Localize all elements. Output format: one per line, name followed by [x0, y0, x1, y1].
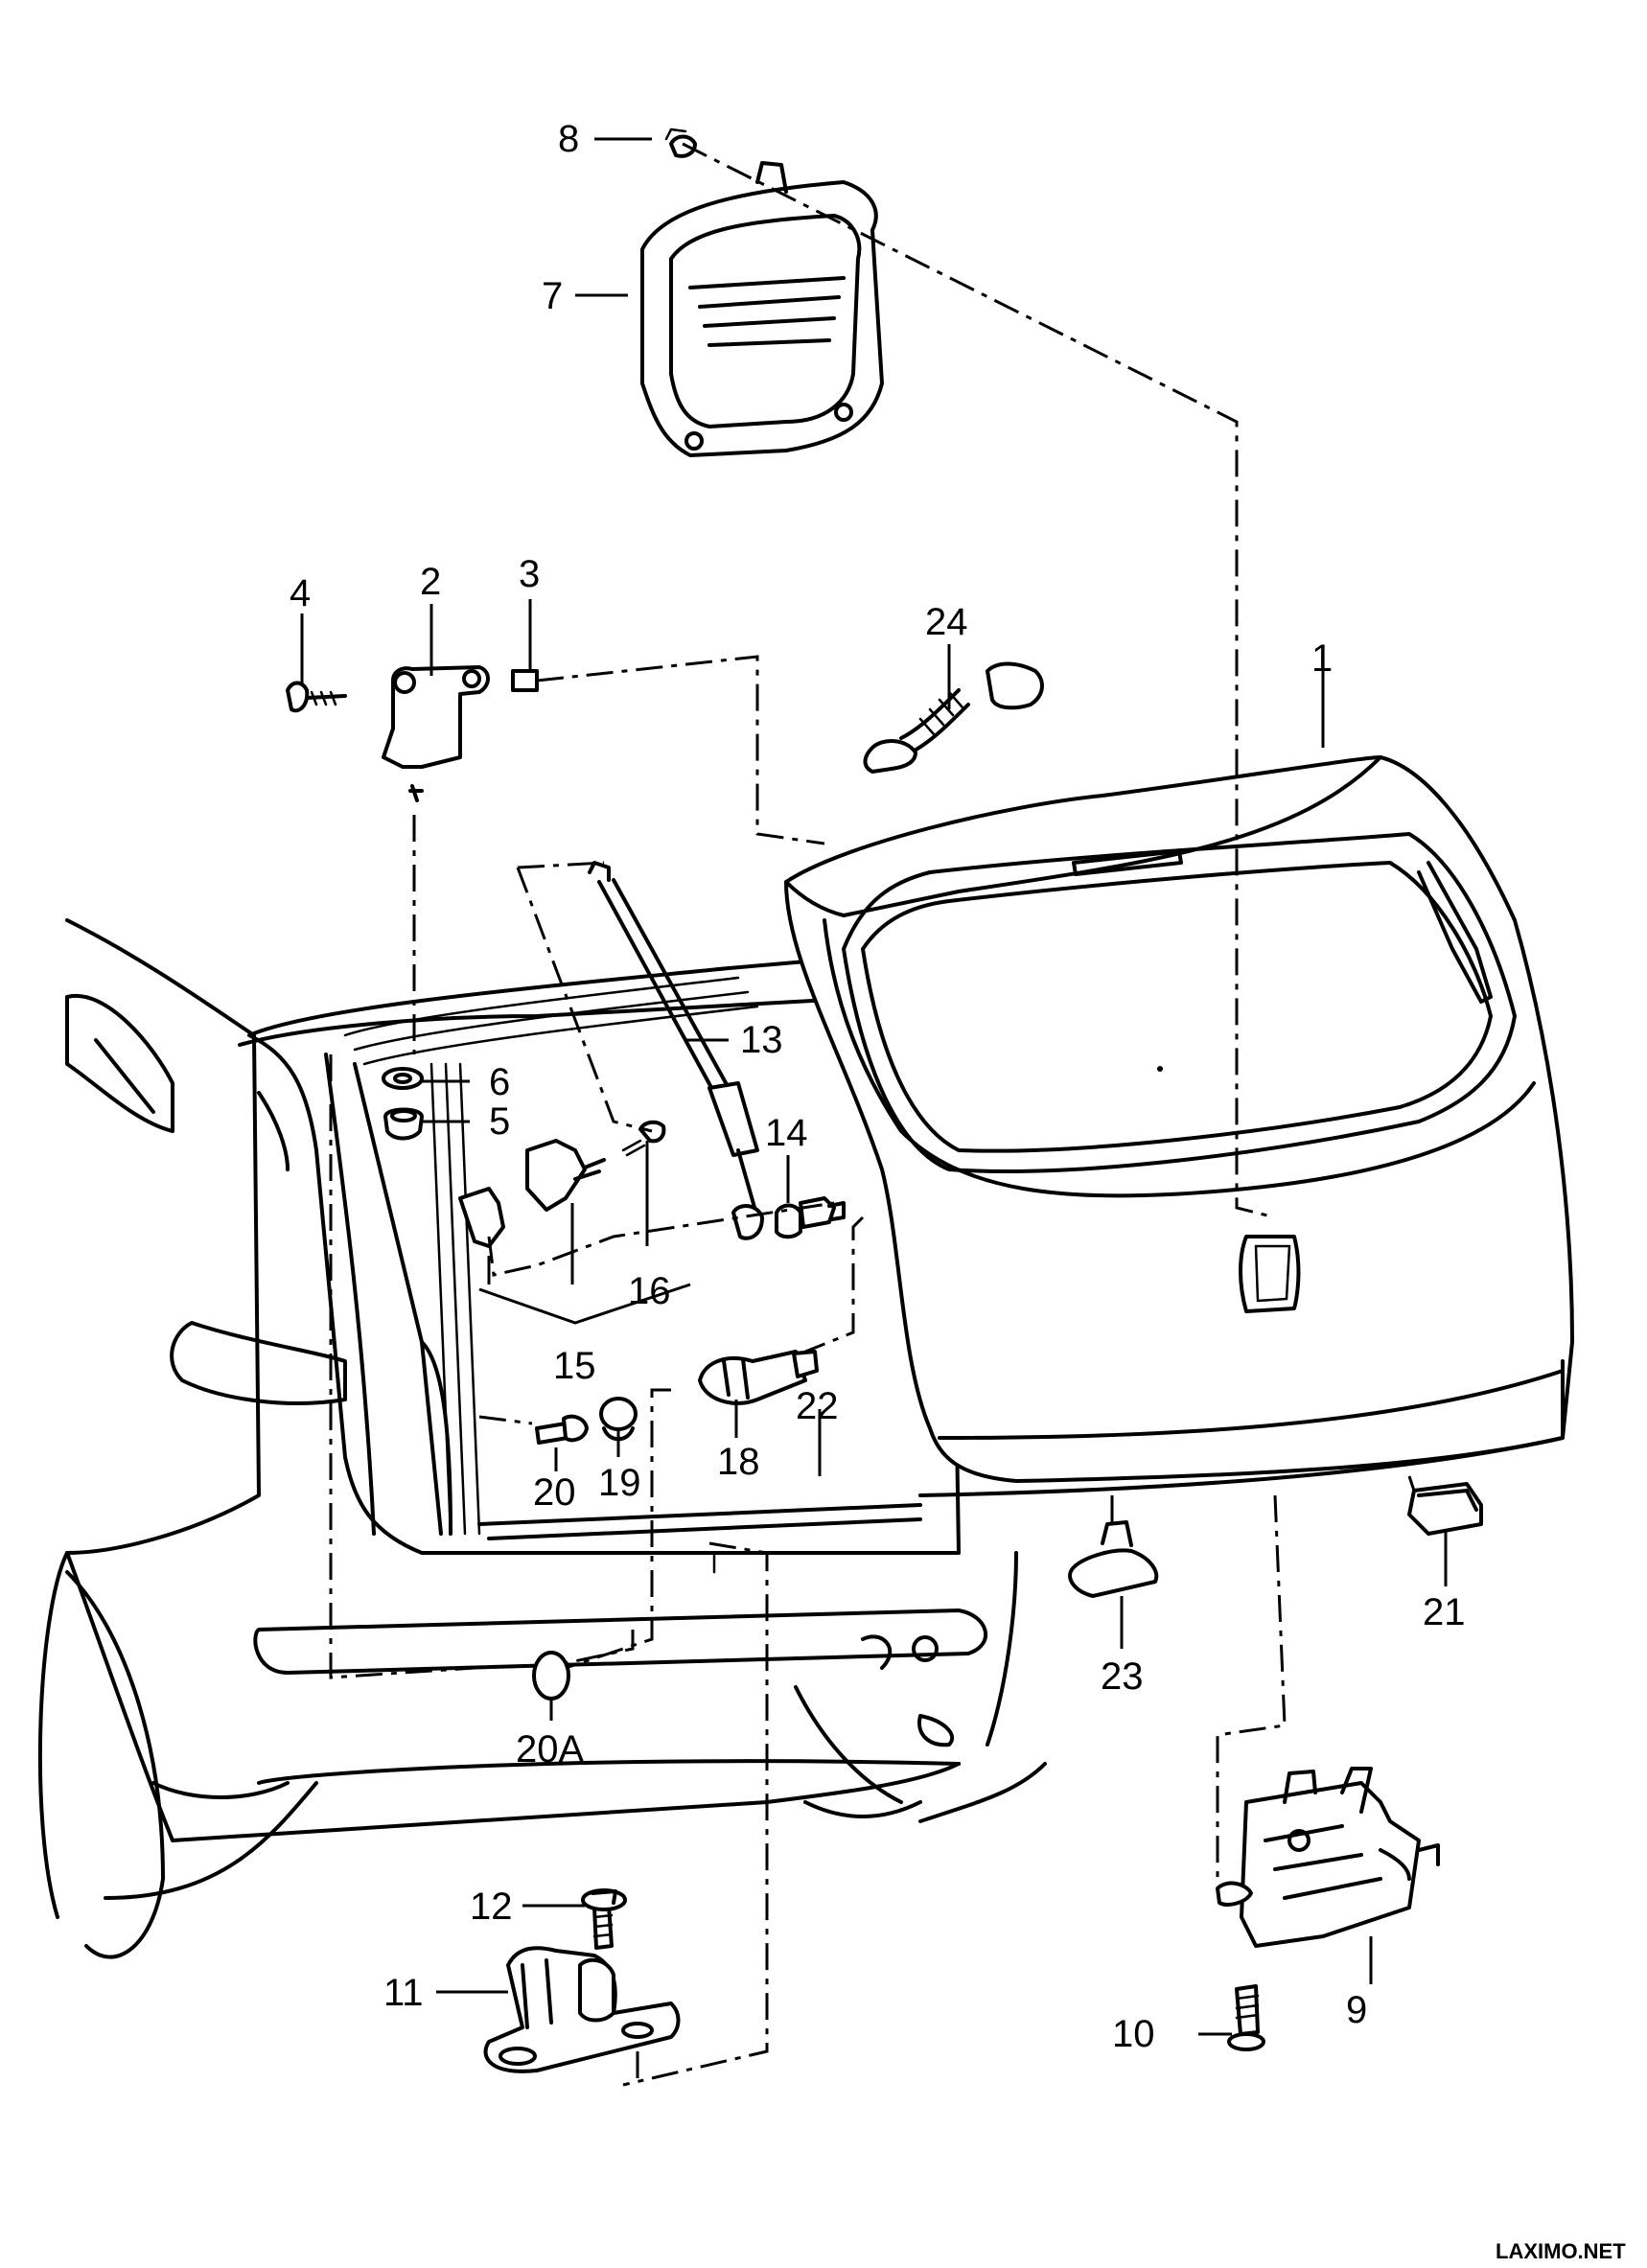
callout-18: 18 [717, 1441, 760, 1483]
bump-stops [1068, 1482, 1483, 1598]
callout-20a: 20A [516, 1728, 584, 1770]
rear-emblem [640, 127, 884, 457]
callout-15: 15 [553, 1345, 596, 1387]
tailgate [784, 755, 1574, 1497]
lower-hinge [483, 1888, 681, 2073]
callout-13: 13 [740, 1019, 783, 1061]
callout-8: 8 [558, 118, 579, 160]
callout-1: 1 [1311, 637, 1333, 680]
cable-conduit [863, 661, 1044, 774]
callout-2: 2 [420, 561, 441, 603]
callout-21: 21 [1423, 1591, 1466, 1633]
callout-24: 24 [925, 601, 968, 643]
callout-11: 11 [383, 1972, 424, 2014]
callout-16: 16 [628, 1270, 671, 1312]
callout-6: 6 [489, 1061, 510, 1103]
callout-20: 20 [533, 1471, 576, 1514]
callout-10: 10 [1112, 2013, 1155, 2055]
connector-group [535, 1350, 819, 1445]
car-body-outline [37, 918, 1047, 1959]
callout-4: 4 [290, 572, 311, 614]
callout-5: 5 [489, 1100, 510, 1143]
callout-23: 23 [1101, 1655, 1144, 1698]
callout-3: 3 [519, 553, 540, 595]
callout-14: 14 [765, 1112, 808, 1154]
callout-9: 9 [1346, 1989, 1367, 2031]
callout-19: 19 [598, 1462, 641, 1504]
callout-12: 12 [470, 1886, 513, 1928]
callout-labels: 1 2 3 4 5 6 7 8 9 10 11 12 13 14 15 16 1… [290, 118, 1466, 2055]
watermark: LAXIMO.NET [1496, 2239, 1626, 2263]
plug-20a [532, 1651, 570, 1701]
tailgate-lock [1216, 1767, 1440, 2051]
callout-7: 7 [542, 275, 563, 317]
washers [382, 1067, 424, 1141]
leader-lines [300, 137, 1448, 2036]
gas-strut [588, 861, 764, 1240]
hinge-assembly [286, 665, 539, 802]
callout-22: 22 [796, 1385, 839, 1427]
bracket-group [458, 1120, 666, 1248]
assembly-lines [329, 142, 1416, 2087]
